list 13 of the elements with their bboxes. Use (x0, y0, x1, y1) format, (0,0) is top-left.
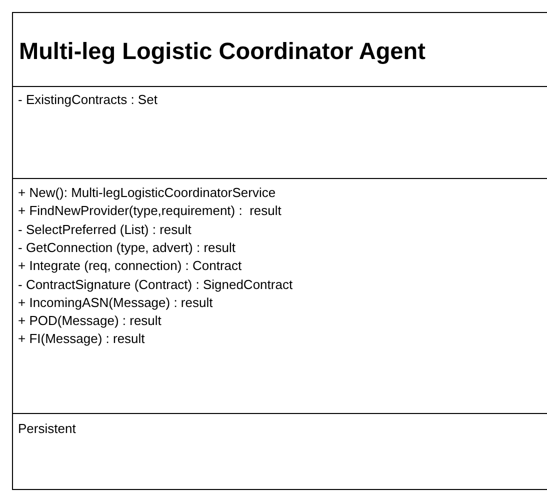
class-name: Multi-leg Logistic Coordinator Agent (19, 38, 426, 65)
method-text: + Integrate (req, connection) : Contract (18, 258, 242, 274)
method-text: - ContractSignature (Contract) : SignedContract (18, 276, 293, 292)
stereotype-text: Persistent (18, 421, 76, 436)
method-text: - GetConnection (type, advert) : result (18, 240, 236, 255)
method-text: + IncomingASN(Message) : result (18, 294, 213, 310)
method-text: + FindNewProvider(type,requirement) : result (18, 203, 282, 218)
method-text: - SelectPreferred (List) : result (18, 222, 192, 237)
method-text: + POD(Message) : result (18, 313, 162, 328)
attribute-text: - ExistingContracts : Set (18, 92, 158, 107)
method-text: + New(): Multi-legLogisticCoordinatorService (18, 185, 276, 200)
method-text: + FI(Message) : result (18, 331, 145, 346)
class-box (12, 12, 547, 490)
